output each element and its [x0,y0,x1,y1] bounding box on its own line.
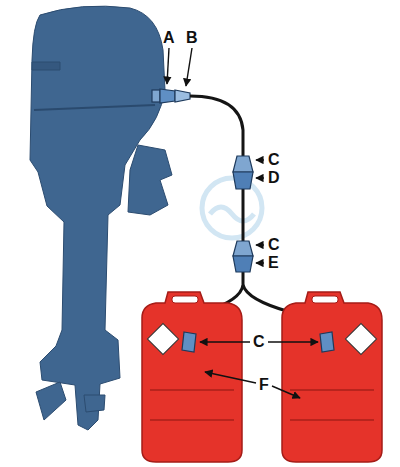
part-letter: F [259,377,269,393]
part-label-slot: C [253,334,265,350]
watermark [202,178,262,238]
fuel-tank [142,292,382,462]
part-label-slot: E [268,255,279,271]
leader-line [167,48,318,398]
part-letter: C [268,237,280,253]
part-letter: C [253,334,265,350]
part-label-slot: A [163,30,175,46]
fuel-hose [190,96,326,332]
part-letter: C [268,152,280,168]
part-letter: A [163,30,175,46]
part-label-slot: F [259,377,269,393]
part-letter: E [268,255,279,271]
part-letter: D [268,170,280,186]
motor-connector [152,89,190,103]
part-label-slot: C [268,152,280,168]
hose-connector [233,156,253,272]
tank-connector [182,332,334,352]
part-letter: B [186,30,198,46]
part-label-slot: D [268,170,280,186]
part-label-slot: B [186,30,198,46]
part-label-slot: C [268,237,280,253]
